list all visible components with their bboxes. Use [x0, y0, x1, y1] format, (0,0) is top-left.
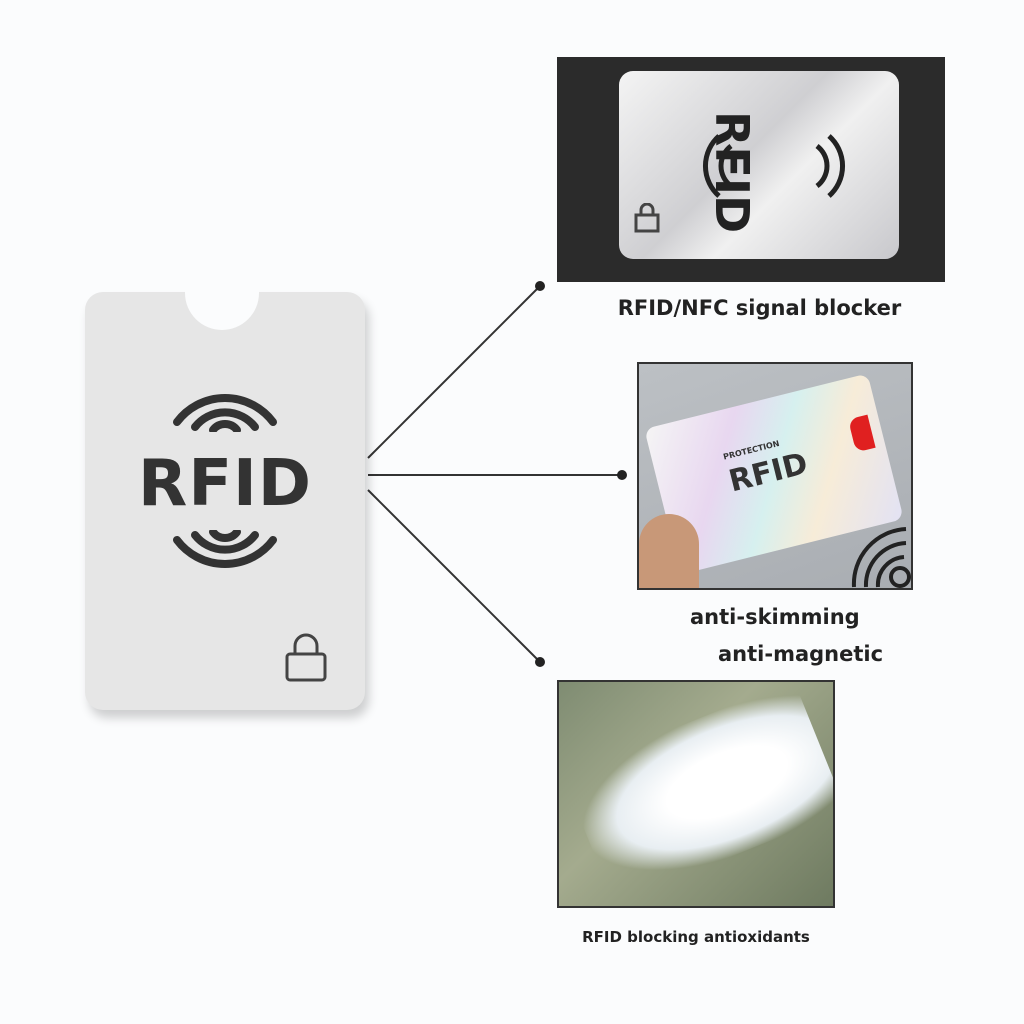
- anti-skimming-image: PROTECTION RFID: [637, 362, 913, 590]
- connector-dot: [617, 470, 627, 480]
- signal-waves-top-icon: [173, 394, 277, 432]
- feature-label-signal-blocker: RFID/NFC signal blocker: [617, 296, 902, 320]
- card-rfid-label: RFID: [138, 447, 312, 521]
- silver-sleeve: RFID: [619, 71, 899, 259]
- antioxidant-image: [557, 680, 835, 908]
- signal-waves-bottom-icon: [173, 530, 277, 568]
- signal-waves-icon: [703, 134, 845, 198]
- lock-icon: [634, 203, 660, 233]
- wireless-signal-icon: [851, 527, 911, 588]
- connector-dot: [535, 281, 545, 291]
- hand: [639, 514, 699, 588]
- thumb-notch: [185, 286, 259, 330]
- signal-blocker-image: RFID: [557, 57, 945, 282]
- feature-label-anti-skimming: anti-skimming: [690, 605, 860, 629]
- connector-dot: [535, 657, 545, 667]
- rfid-card-sleeve: RFID: [85, 286, 365, 710]
- lock-icon: [285, 633, 327, 682]
- feature-label-anti-magnetic: anti-magnetic: [718, 642, 884, 666]
- white-powder: [561, 682, 833, 904]
- red-notch: [848, 414, 876, 453]
- feature-label-antioxidants: RFID blocking antioxidants: [582, 928, 810, 946]
